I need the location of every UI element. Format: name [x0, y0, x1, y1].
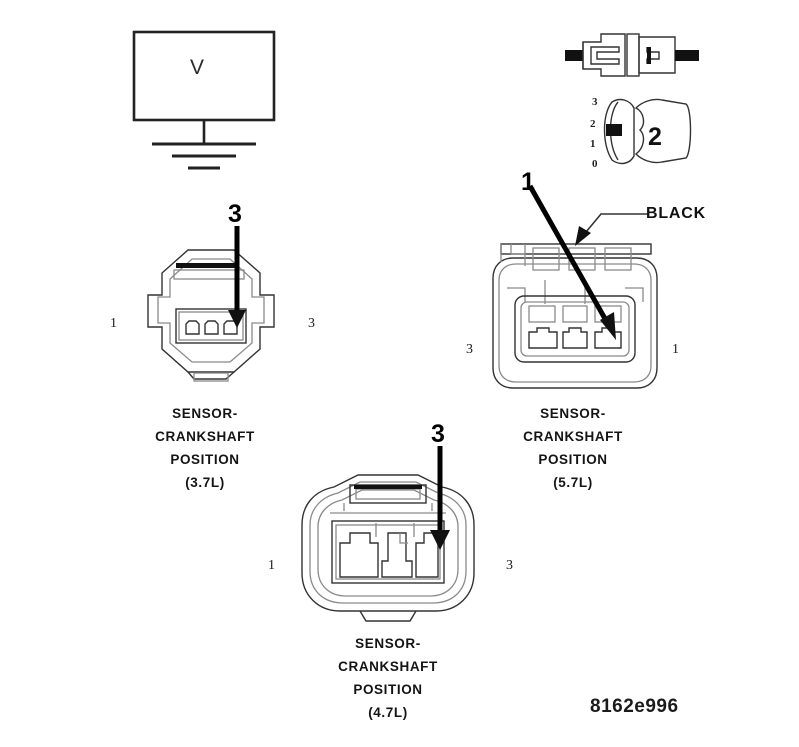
callout-arrow-4-7l	[428, 442, 462, 554]
voltmeter-v-glyph: V	[190, 56, 205, 79]
wire-color-label-black: BLACK	[646, 205, 706, 222]
pin-label-left-3-7l: 1	[110, 316, 117, 331]
caption-line-2: CRANKSHAFT	[523, 429, 623, 444]
inset-scale-num-1: 1	[590, 138, 596, 150]
inset-connector-label-2: 2	[648, 123, 662, 151]
caption-line-4: (3.7L)	[185, 475, 225, 490]
caption-line-1: SENSOR-	[172, 406, 238, 421]
caption-line-2: CRANKSHAFT	[338, 659, 438, 674]
caption-4-7l: SENSOR- CRANKSHAFT POSITION (4.7L)	[293, 632, 483, 724]
caption-line-4: (4.7L)	[368, 705, 408, 720]
inset-scale-num-0: 0	[592, 158, 598, 170]
inset-scale-num-3: 3	[592, 96, 598, 108]
pin-label-right-3-7l: 3	[308, 316, 315, 331]
callout-number-4-7l: 3	[431, 420, 445, 448]
connector-pin-scale-inset	[590, 92, 702, 172]
caption-line-2: CRANKSHAFT	[155, 429, 255, 444]
inset-scale-num-2: 2	[590, 118, 596, 130]
caption-line-1: SENSOR-	[355, 636, 421, 651]
caption-line-1: SENSOR-	[540, 406, 606, 421]
callout-arrow-5-7l	[524, 178, 634, 348]
caption-line-3: POSITION	[538, 452, 608, 467]
pin-label-left-5-7l: 3	[466, 342, 473, 357]
callout-arrow-3-7l	[225, 222, 259, 332]
caption-line-3: POSITION	[353, 682, 423, 697]
connector-4-7l	[288, 465, 488, 625]
pin-label-right-4-7l: 3	[506, 558, 513, 573]
caption-5-7l: SENSOR- CRANKSHAFT POSITION (5.7L)	[478, 402, 668, 494]
figure-id-label: 8162e996	[590, 696, 679, 717]
caption-3-7l: SENSOR- CRANKSHAFT POSITION (3.7L)	[110, 402, 300, 494]
connector-3-7l	[130, 245, 290, 395]
pin-label-right-5-7l: 1	[672, 342, 679, 357]
pin-label-left-4-7l: 1	[268, 558, 275, 573]
callout-number-5-7l: 1	[521, 168, 535, 196]
callout-number-3-7l: 3	[228, 200, 242, 228]
black-wire-leader	[565, 200, 655, 250]
caption-line-4: (5.7L)	[553, 475, 593, 490]
caption-line-3: POSITION	[170, 452, 240, 467]
mated-connector-pair-icon	[563, 28, 703, 88]
voltmeter-symbol	[120, 20, 310, 180]
